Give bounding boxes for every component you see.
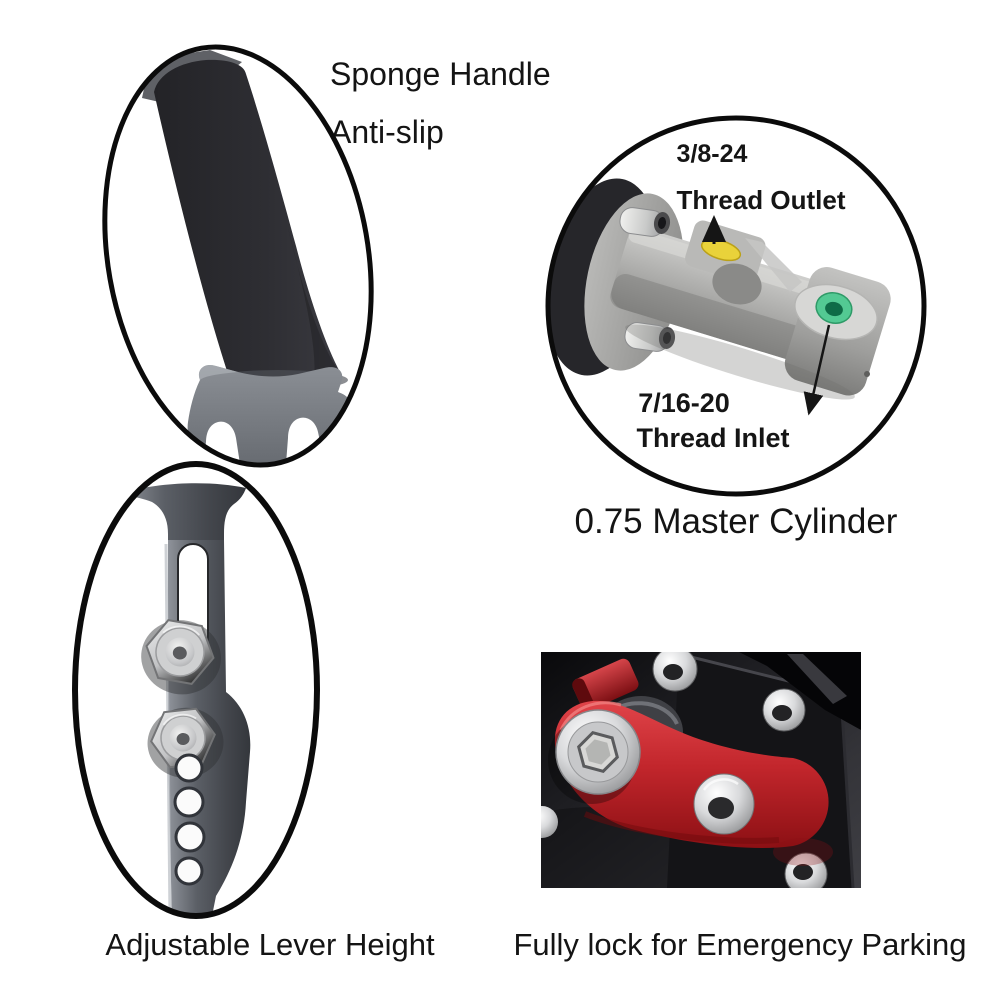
hex-nut-upper: [141, 619, 222, 695]
adjustment-hole: [174, 753, 204, 783]
caption-adjustable-lever: Adjustable Lever Height: [105, 927, 435, 962]
inlet-name-label: Thread Inlet: [636, 423, 789, 453]
inlet-arrow-icon: [803, 324, 831, 416]
adjustment-hole: [173, 786, 205, 818]
inlet-size-label: 7/16-20: [638, 388, 730, 418]
outlet-size-label: 3/8-24: [677, 140, 748, 168]
cylinder-circle-outline: [545, 115, 927, 497]
plate-bolt: [762, 688, 806, 732]
plate-bolt: [784, 852, 828, 888]
caption-master-cylinder: 0.75 Master Cylinder: [574, 502, 898, 541]
lock-mechanism-photo: [541, 652, 861, 888]
socket-bolt-lever: [693, 773, 755, 835]
lever-head: [187, 364, 355, 469]
socket-bolt-large: [548, 709, 641, 804]
outlet-name-label: Thread Outlet: [676, 185, 845, 215]
adjustment-hole: [174, 821, 206, 853]
caption-sponge-handle: Sponge Handle: [330, 56, 551, 92]
caption-fully-lock: Fully lock for Emergency Parking: [513, 927, 967, 962]
lever-ellipse-outline: [72, 461, 320, 919]
handle-ellipse-outline: [102, 44, 374, 468]
bracket-top-flange: [120, 483, 246, 544]
sponge-handle-photo: [102, 44, 374, 469]
plate-bolt: [652, 652, 698, 692]
caption-anti-slip: Anti-slip: [330, 114, 444, 150]
master-cylinder-photo: 3/8-24 Thread Outlet 7/16-20 Thread Inle…: [545, 115, 927, 497]
hex-nut-lower: [147, 707, 224, 778]
adjustment-hole: [174, 856, 204, 886]
foam-grip: [154, 59, 341, 406]
plate-bolt: [541, 806, 558, 838]
adjustable-lever-photo: [72, 461, 320, 919]
